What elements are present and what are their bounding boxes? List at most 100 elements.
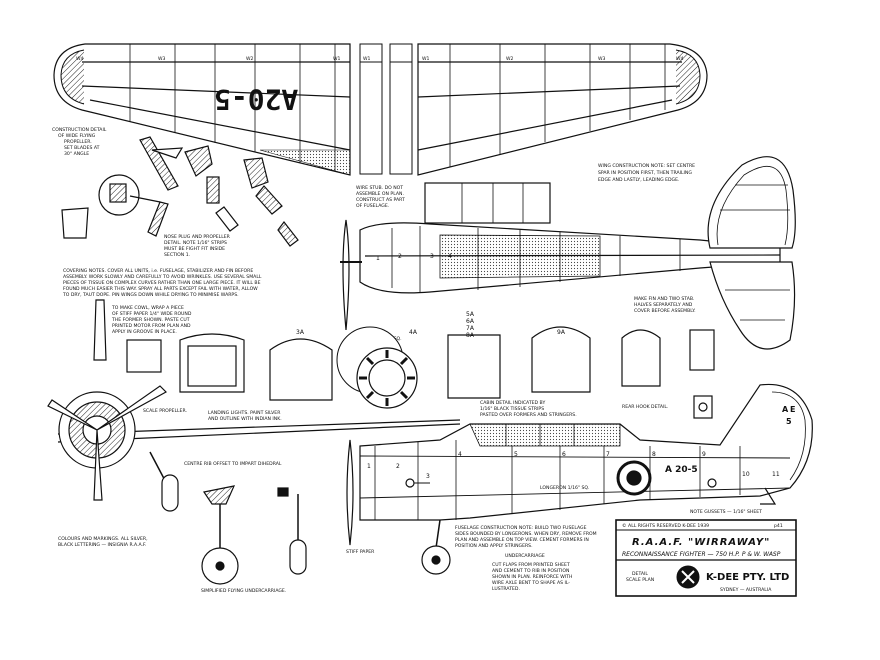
former-number: 3 <box>426 473 430 480</box>
note-line: SPAR IN POSITION FIRST, THEN TRAILING <box>598 170 692 176</box>
landing-lights-note: LANDING LIGHTS. PAINT SILVER AND OUTLINE… <box>208 410 282 422</box>
fin-letter: E <box>790 405 795 414</box>
wing-station-labels: W4 W3 W2 W1 W1 W1 W2 W3 W4 <box>76 56 684 62</box>
note-line: SECTION 1. <box>164 252 190 258</box>
rear-hook-detail <box>693 395 713 419</box>
note-line: CABIN DETAIL INDICATED BY <box>480 400 545 406</box>
former-number: 9 <box>702 451 706 458</box>
station-label: W2 <box>506 56 514 62</box>
former-label: 5A <box>466 311 475 318</box>
former-number: 4 <box>448 253 452 260</box>
undercarriage-heading: UNDERCARRIAGE <box>505 553 545 559</box>
fin-letter: A <box>782 405 789 414</box>
former-label: 7A <box>466 325 475 332</box>
right-wing-panel <box>417 43 708 176</box>
undercarriage-drawing <box>201 485 307 585</box>
side-view-former-numbers: 1 2 3 4 5 6 7 8 9 10 11 <box>367 451 780 480</box>
former-label: 6A <box>466 318 475 325</box>
former-number: 11 <box>772 471 780 478</box>
former-number: 10 <box>742 471 750 478</box>
note-line: OF FUSELAGE. <box>356 203 389 209</box>
station-label: W1 <box>363 56 371 62</box>
station-label: W1 <box>333 56 341 62</box>
detail-label: SCALE PLAN <box>626 577 654 583</box>
note-line: COVERING NOTES. COVER ALL UNITS, i.e. FU… <box>63 268 253 274</box>
rear-hook-label: REAR HOOK DETAIL. <box>622 404 668 410</box>
note-line: PROPELLER. <box>64 139 92 145</box>
top-view-former-numbers: 1 2 3 4 <box>376 253 452 262</box>
fin-letters: A E 5 <box>782 405 795 426</box>
former-labels: 3A 5A 6A 7A 8A 4A 9A <box>296 311 566 339</box>
note-line: APPLY IN GROOVE IN PLACE. <box>112 329 177 335</box>
note-line: LUSTRATED. <box>492 586 520 592</box>
note-line: PASTED OVER FORMERS AND STRINGERS. <box>480 412 577 418</box>
note-line: SET BLADES AT <box>64 145 100 151</box>
former-label: 3A <box>296 329 305 336</box>
maker-city: SYDNEY — AUSTRALIA <box>720 587 772 593</box>
cowl-ring-spokes <box>359 350 415 406</box>
plan-code: p41 <box>774 523 783 529</box>
nose-plug-parts <box>61 145 299 247</box>
wire-stub-note: WIRE STUB. DO NOT ASSEMBLE ON PLAN. CONS… <box>356 185 405 209</box>
nose-plug-note: NOSE PLUG AND PROPELLER DETAIL. NOTE 1/1… <box>164 234 231 258</box>
plan-title: R.A.A.F. "WIRRAWAY" <box>632 537 770 548</box>
former-number: 3 <box>430 253 434 260</box>
note-line: LANDING LIGHTS. PAINT SILVER <box>208 410 281 416</box>
formers-row <box>126 326 715 409</box>
station-label: W4 <box>676 56 684 62</box>
note-line: HALVES SEPARATELY AND <box>634 302 693 308</box>
note-line: DETAIL. NOTE 1/16" STRIPS <box>164 240 227 246</box>
station-label: W2 <box>246 56 254 62</box>
note-line: MUST BE FIGHT FIT INSIDE <box>164 246 225 252</box>
left-wing-panel <box>53 43 351 176</box>
note-line: TO DRY, TAUT DOPE. PIN WINGS DOWN WHILE … <box>62 292 239 298</box>
former-label: 8A <box>466 332 475 339</box>
note-line: TO MAKE COWL, WRAP A PIECE <box>111 305 184 311</box>
fuselage-construction-note: FUSELAGE CONSTRUCTION NOTE: BUILD TWO FU… <box>455 525 597 549</box>
flying-propeller-detail <box>98 136 184 237</box>
construction-detail-note: CONSTRUCTION DETAIL OF WIDE FLYING PROPE… <box>52 127 107 157</box>
note-line: WING CONSTRUCTION NOTE: SET CENTRE <box>598 163 695 169</box>
former-number: 1 <box>376 255 380 262</box>
former-number: 6 <box>562 451 566 458</box>
note-line: WIRE AXLE BENT TO SHAPE AS IL- <box>492 580 570 586</box>
gussets-label: NOTE GUSSETS — 1/16" SHEET <box>690 509 762 515</box>
detail-label: DETAIL <box>632 571 648 577</box>
note-line: FUSELAGE CONSTRUCTION NOTE: BUILD TWO FU… <box>455 525 587 531</box>
note-line: CONSTRUCTION DETAIL <box>52 127 107 133</box>
note-line: 30° ANGLE <box>64 151 89 157</box>
station-label: W3 <box>158 56 166 62</box>
note-line: WIRE STUB. DO NOT <box>356 185 403 191</box>
title-block <box>615 519 797 597</box>
note-line: SHOWN IN PLAN. REINFORCE WITH <box>492 574 572 580</box>
station-label: W3 <box>598 56 606 62</box>
note-line: CONSTRUCT AS PART <box>356 197 405 203</box>
note-line: ASSEMBLE ON PLAN. <box>356 191 404 197</box>
note-line: AND OUTLINE WITH INDIAN INK. <box>208 416 282 422</box>
former-number: 5 <box>514 451 518 458</box>
note-line: MAKE FIN AND TWO STAB. <box>634 296 695 302</box>
fuselage-registration: A 20-5 <box>665 465 698 475</box>
scale-propeller-label: SCALE PROPELLER. <box>143 408 187 414</box>
note-line: OF STIFF PAPER 1/4" WIDE ROUND <box>112 311 192 317</box>
centre-ribs <box>359 43 413 175</box>
note-line: CUT FLAPS FROM PRINTED SHEET <box>492 562 570 568</box>
note-line: NOSE PLUG AND PROPELLER <box>164 234 231 240</box>
note-line: PIECES OF TISSUE ON COMPLEX CURVES RATHE… <box>63 280 261 286</box>
colours-note: COLOURS AND MARKINGS. ALL SILVER, BLACK … <box>58 536 148 548</box>
undercarriage-note: CUT FLAPS FROM PRINTED SHEET AND CEMENT … <box>492 562 572 592</box>
cabin-note: CABIN DETAIL INDICATED BY 1/16" BLACK TI… <box>480 400 577 418</box>
former-number: 2 <box>398 253 402 260</box>
top-view-fuselage <box>340 182 781 331</box>
note-line: AND CEMENT TO RIB IN POSITION <box>492 568 569 574</box>
note-line: EDGE AND LASTLY, LEADING EDGE. <box>598 177 679 183</box>
former-label: 9A <box>557 329 566 336</box>
cowl-note: TO MAKE COWL, WRAP A PIECE OF STIFF PAPE… <box>111 305 192 335</box>
wing-registration: A20-5 <box>214 83 298 116</box>
centre-rib-label: CENTRE RIB OFFSET TO IMPART DIHEDRAL <box>184 461 282 467</box>
note-line: ASSEMBLY. WORK SLOWLY AND CAREFULLY TO A… <box>63 274 262 280</box>
former-number: 8 <box>652 451 656 458</box>
note-line: COVER BEFORE ASSEMBLY. <box>634 308 696 314</box>
